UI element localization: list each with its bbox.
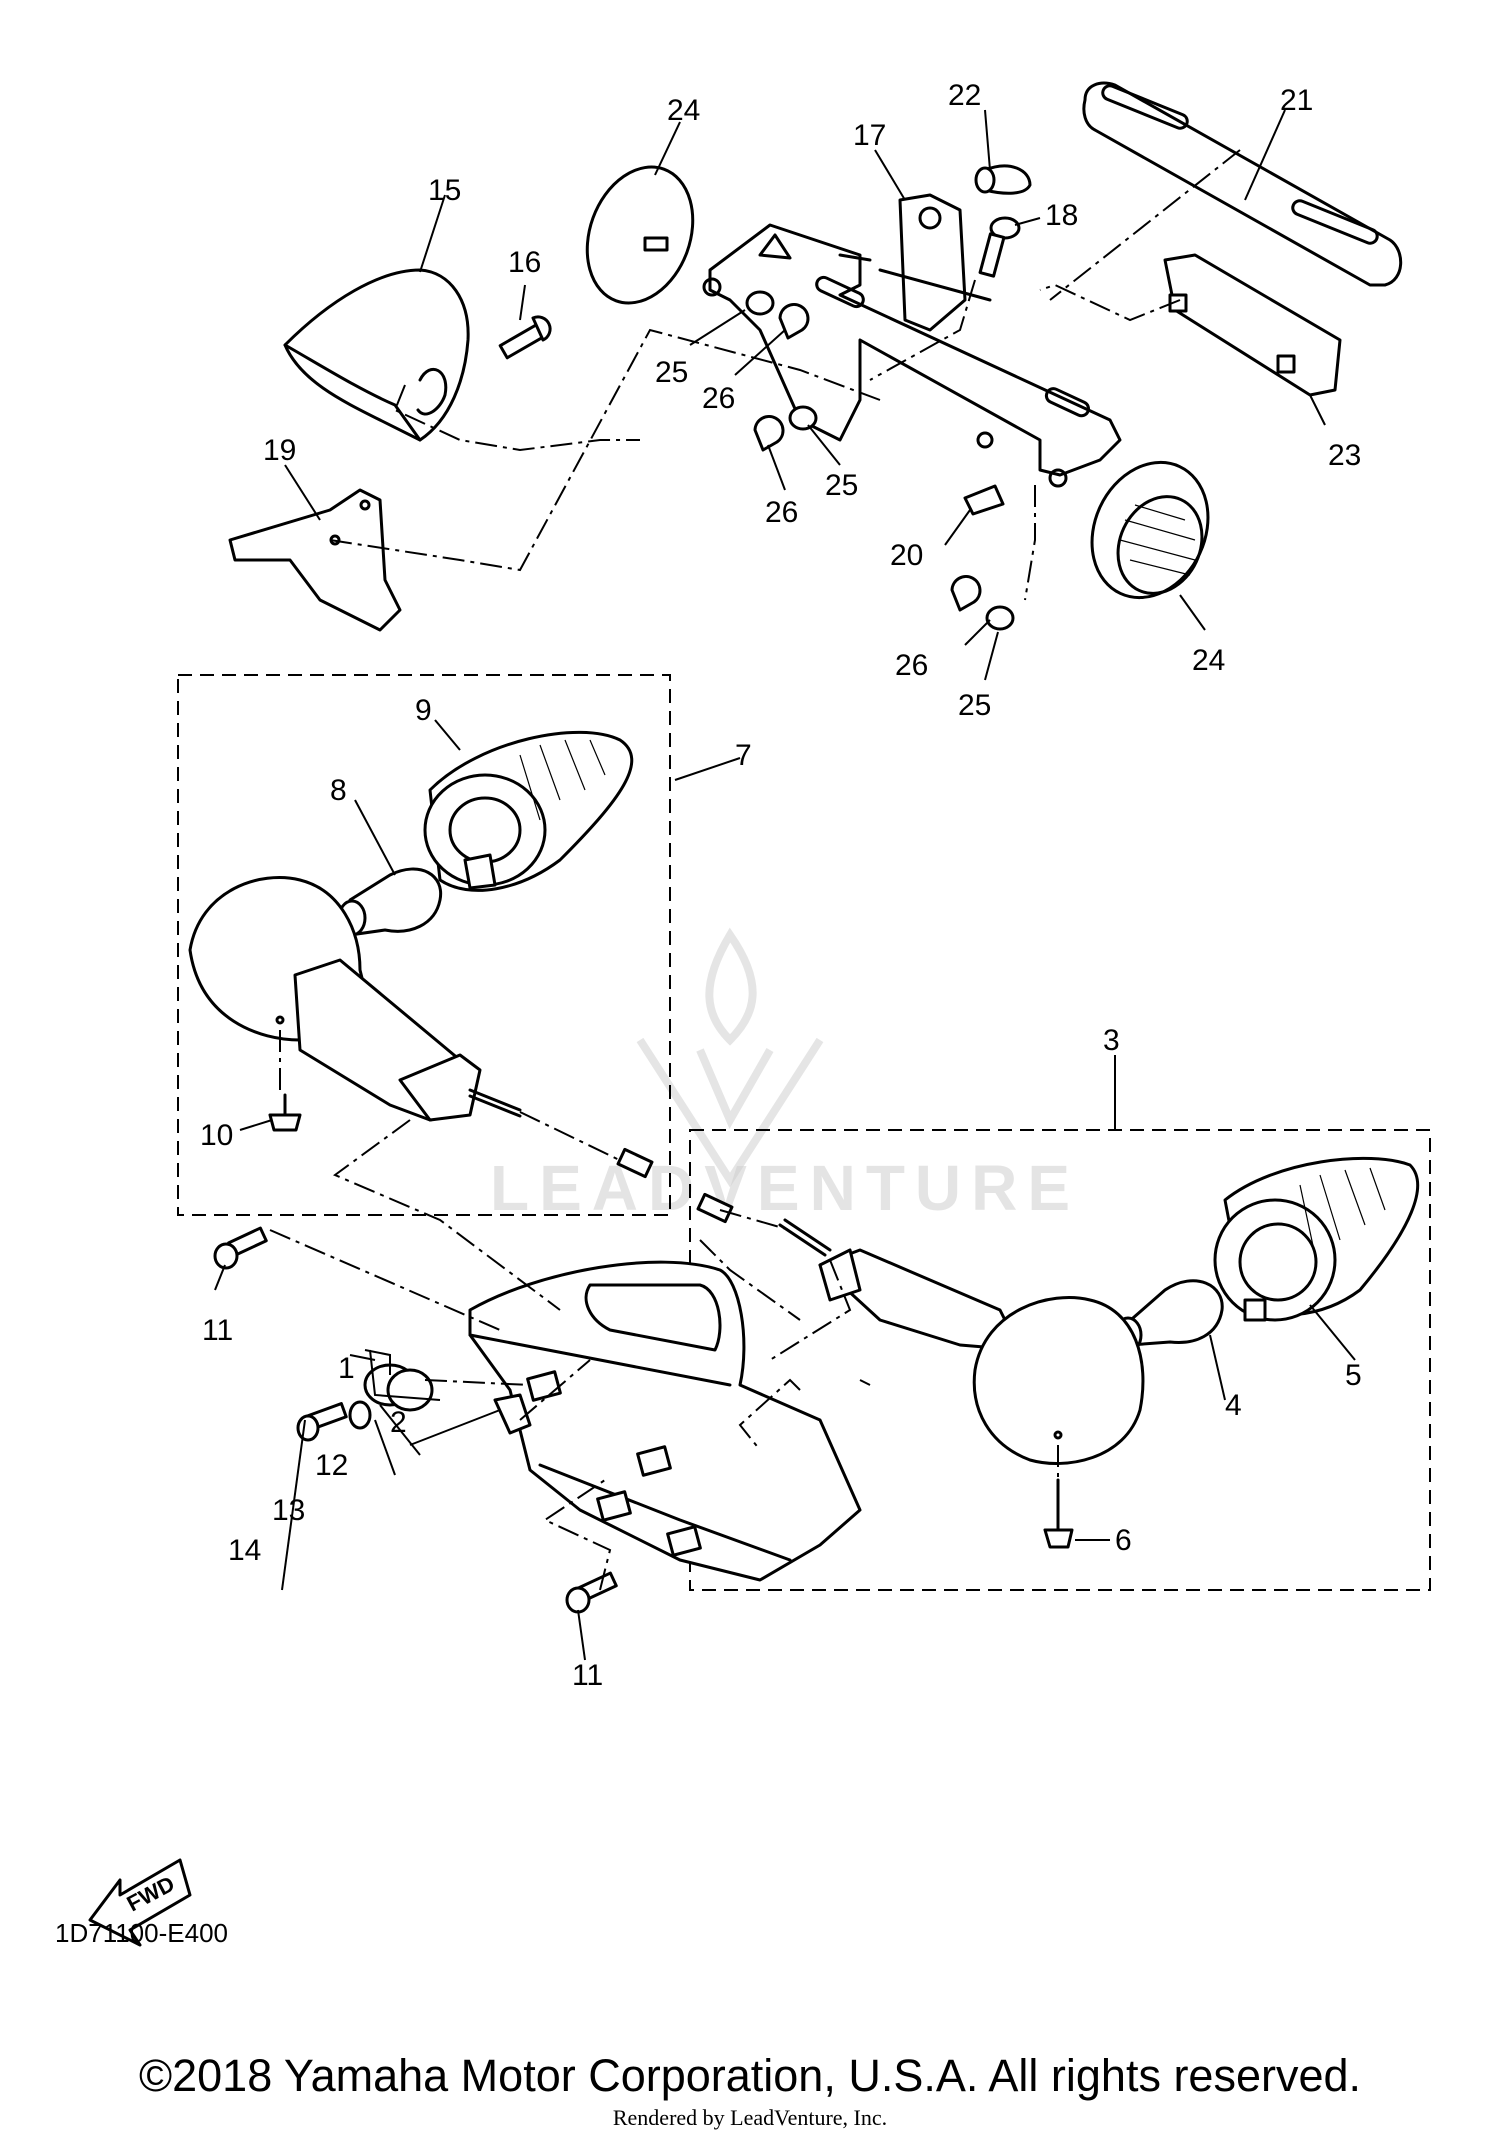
part-22-cap-nut [974, 164, 1032, 195]
callout-6: 6 [1115, 1524, 1132, 1557]
part-24-reflector-bottom [1090, 460, 1210, 600]
callout-26-left: 26 [702, 382, 735, 415]
callout-24-top: 24 [667, 94, 700, 127]
callout-numbers: 24 15 16 19 25 26 17 22 18 21 23 25 26 2… [200, 79, 1362, 1692]
callout-20: 20 [890, 539, 923, 572]
callout-16: 16 [508, 246, 541, 279]
callout-23: 23 [1328, 439, 1361, 472]
callout-8: 8 [330, 774, 347, 807]
part-15-cover [283, 268, 470, 442]
callout-21: 21 [1280, 84, 1313, 117]
callout-25-bottom: 25 [958, 689, 991, 722]
tail-assembly-lines [269, 1119, 871, 1591]
drawing-code: 1D71100-E400 [55, 1918, 228, 1948]
callout-26-bottom: 26 [895, 649, 928, 682]
callout-5: 5 [1345, 1359, 1362, 1392]
callout-25-mid: 25 [825, 469, 858, 502]
callout-4: 4 [1225, 1389, 1242, 1422]
washers-and-nuts [745, 290, 1015, 631]
callout-18: 18 [1045, 199, 1078, 232]
flasher-right-housing [778, 1218, 1145, 1465]
flasher-left-housing [188, 876, 522, 1122]
part-8-bulb-left [337, 867, 443, 937]
callout-3: 3 [1103, 1024, 1120, 1057]
callout-26-mid: 26 [765, 496, 798, 529]
part-11-bolt-top [213, 1226, 268, 1270]
callout-14: 14 [228, 1534, 261, 1567]
callout-12: 12 [315, 1449, 348, 1482]
callout-9: 9 [415, 694, 432, 727]
rendered-by-notice: Rendered by LeadVenture, Inc. [612, 2105, 888, 2130]
callout-leaders [214, 109, 1356, 1661]
callout-10: 10 [200, 1119, 233, 1152]
callout-11-top: 11 [202, 1314, 233, 1347]
wire-left-axis [519, 1111, 641, 1171]
part-16-bolt [498, 315, 552, 360]
callout-24-bottom: 24 [1192, 644, 1225, 677]
callout-17: 17 [853, 119, 886, 152]
part-24-reflector-top [585, 165, 695, 305]
callout-25-left: 25 [655, 356, 688, 389]
part-10-screw [268, 1093, 302, 1132]
callout-22: 22 [948, 79, 981, 112]
watermark-text: LEADVENTURE [490, 1152, 1080, 1224]
wire-connector-left [616, 1147, 654, 1179]
callout-19: 19 [263, 434, 296, 467]
assembly-7-outline [177, 674, 671, 1216]
callout-2: 2 [390, 1406, 407, 1439]
part-1-tail-light [468, 1260, 862, 1582]
callout-7: 7 [735, 739, 752, 772]
part-11-bolt-bottom [565, 1571, 618, 1614]
part-21-plate [1082, 81, 1403, 287]
callout-11-bottom: 11 [572, 1659, 603, 1692]
callout-1: 1 [338, 1352, 355, 1385]
part-5-lens-right [1213, 1156, 1420, 1322]
part-2-bulb [493, 1393, 532, 1435]
part-6-screw [1043, 1478, 1074, 1549]
callout-15: 15 [428, 174, 461, 207]
part-18-bolt [978, 216, 1021, 278]
copyright-notice: ©2018 Yamaha Motor Corporation, U.S.A. A… [138, 2050, 1362, 2101]
wire-connector-right [696, 1192, 734, 1224]
part-9-lens-left [423, 730, 634, 892]
upper-assembly-lines [329, 149, 1241, 601]
part-13-washer [348, 1400, 372, 1430]
part-23-license-light [1163, 253, 1342, 397]
callout-13: 13 [272, 1494, 305, 1527]
wire-right-axis [719, 1209, 791, 1231]
leadventure-watermark: LEADVENTURE [490, 927, 1080, 1224]
